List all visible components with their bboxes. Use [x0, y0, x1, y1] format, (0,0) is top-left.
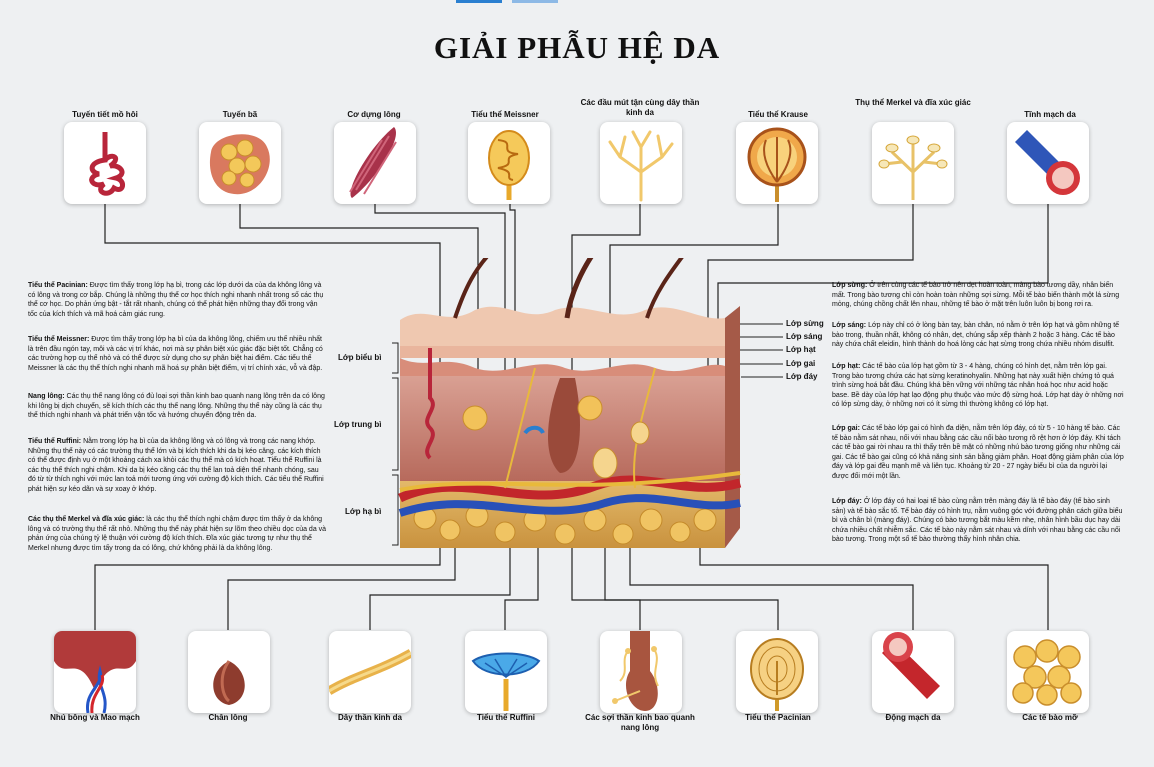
hair-root-icon — [188, 631, 270, 713]
top-label-nerve-endings: Các đầu mút tận cùng dây thần kinh da — [580, 98, 700, 117]
left-paragraph-hair-follicle: Nang lông: Các thụ thể nang lông có đủ l… — [28, 393, 325, 420]
krause-bulb-icon — [736, 122, 818, 204]
bottom-label-ruffini: Tiểu thể Ruffini — [476, 713, 536, 722]
skin-cross-section — [398, 258, 742, 548]
right-paragraph-stratum-spinosum: Lớp gai: Các tế bào lớp gai có hình đa d… — [832, 425, 1124, 480]
bottom-label-papilla: Nhú bông và Mao mạch — [50, 713, 140, 722]
layer-label-epidermis: Lớp biểu bì — [338, 353, 382, 362]
layer-label-stratum-corneum: Lớp sừng — [786, 319, 824, 328]
layer-label-dermis: Lớp trung bì — [334, 420, 382, 429]
left-paragraph-meissner: Tiểu thể Meissner: Được tìm thấy trong l… — [28, 336, 323, 372]
layer-label-stratum-basale: Lớp đáy — [786, 372, 818, 381]
sweat-gland-icon — [64, 122, 146, 204]
page-title: GIẢI PHẪU HỆ DA — [433, 30, 721, 65]
top-accent-bar — [0, 0, 1154, 3]
bottom-label-pacinian: Tiểu thể Pacinian — [745, 713, 811, 722]
ruffini-corpuscle-icon — [465, 631, 547, 713]
layer-label-stratum-spinosum: Lớp gai — [786, 359, 816, 368]
right-paragraph-stratum-corneum: Lớp sừng: Ở trên cùng các tế bào trở nên… — [832, 282, 1120, 309]
layer-label-stratum-granulosum: Lớp hạt — [786, 345, 816, 354]
meissner-corpuscle-icon — [468, 122, 550, 204]
fat-cells-icon — [1007, 631, 1089, 713]
top-label-sweat-gland: Tuyến tiết mồ hôi — [72, 110, 138, 119]
skin-nerve-icon — [329, 631, 411, 713]
nerve-endings-icon — [600, 122, 682, 204]
left-paragraph-ruffini: Tiểu thể Ruffini: Nằm trong lớp hạ bì củ… — [28, 438, 324, 493]
right-paragraph-stratum-granulosum: Lớp hạt: Các tế bào của lớp hạt gồm từ 3… — [832, 363, 1124, 409]
merkel-disc-icon — [872, 122, 954, 204]
arrector-muscle-icon — [334, 122, 416, 204]
bottom-label-skin-nerve: Dây thần kinh da — [337, 713, 402, 722]
layer-label-stratum-lucidum: Lớp sáng — [786, 332, 823, 341]
sebaceous-gland-icon — [199, 122, 281, 204]
left-paragraph-pacinian: Tiểu thể Pacinian: Được tìm thấy trong l… — [28, 282, 324, 318]
right-paragraph-stratum-basale: Lớp đáy: Ở lớp đáy có hai loại tế bào cù… — [832, 498, 1123, 544]
bottom-label-fat-cells: Các tế bào mỡ — [1022, 713, 1078, 722]
layer-label-hypodermis: Lớp hạ bì — [345, 507, 382, 516]
top-label-meissner: Tiểu thể Meissner — [471, 110, 539, 119]
pacinian-corpuscle-icon — [736, 631, 818, 713]
artery-icon — [872, 631, 954, 713]
right-paragraph-stratum-lucidum: Lớp sáng: Lớp này chỉ có ở lòng bàn tay,… — [832, 322, 1120, 349]
bottom-label-follicle-nerves: Các sợi thần kinh bao quanh nang lông — [585, 713, 695, 732]
bottom-label-artery: Động mạch da — [885, 713, 941, 722]
bottom-label-hair-root: Chân lông — [208, 713, 248, 722]
top-label-sebaceous-gland: Tuyến bã — [222, 110, 258, 119]
top-label-vein: Tĩnh mạch da — [1024, 110, 1076, 119]
left-paragraph-merkel: Các thụ thể Merkel và đĩa xúc giác: là c… — [28, 516, 327, 552]
top-label-merkel: Thụ thể Merkel và đĩa xúc giác — [855, 98, 971, 107]
vein-icon — [1007, 122, 1089, 204]
top-label-arrector-muscle: Cơ dựng lông — [347, 110, 401, 119]
follicle-nerves-icon — [600, 631, 682, 713]
top-label-krause: Tiểu thể Krause — [748, 110, 808, 119]
papilla-capillary-icon — [54, 631, 136, 713]
